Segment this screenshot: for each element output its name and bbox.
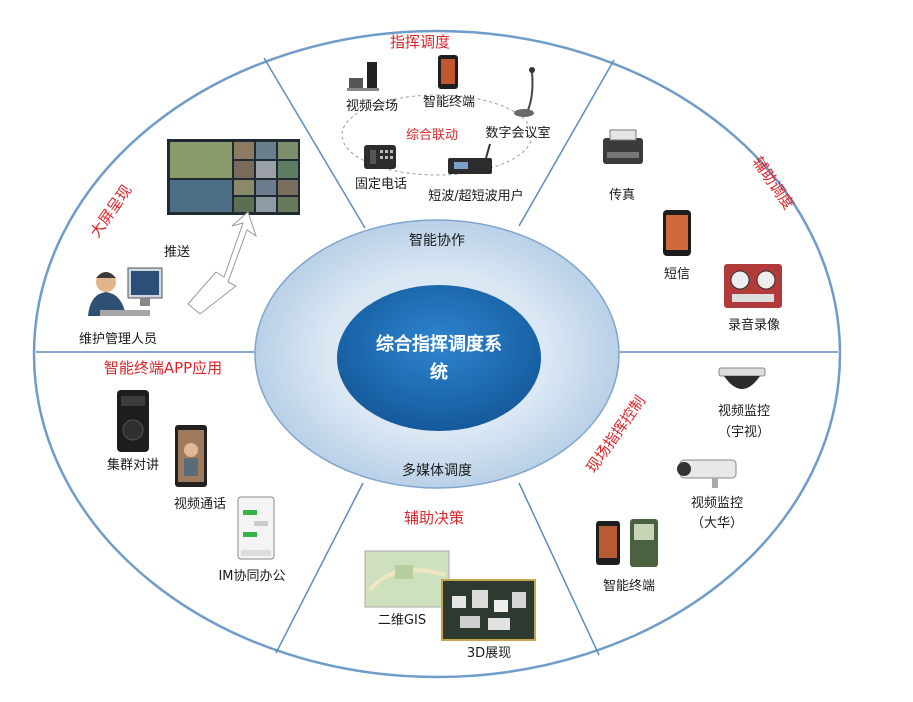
walkie-talkie-icon [117, 390, 149, 452]
label-im-collaboration: IM协同办公 [218, 569, 285, 584]
smartphone-icon [438, 55, 458, 89]
center-title-line1: 综合指挥调度系 [376, 333, 502, 355]
center-title-line2: 统 [430, 361, 448, 383]
gis-map-icon [364, 550, 450, 608]
radio-icon [448, 143, 492, 174]
label-fixed-telephone: 固定电话 [355, 177, 407, 192]
video-wall-icon [167, 139, 300, 215]
video-call-phone-icon [175, 425, 207, 487]
label-video-call: 视频通话 [174, 497, 226, 512]
label-camera-uniview-brand: （宇视） [718, 425, 770, 440]
section-title-terminal-app: 智能终端APP应用 [104, 359, 222, 377]
video-conference-icon [347, 62, 379, 91]
label-sms: 短信 [664, 267, 690, 282]
linkage-label: 综合联动 [406, 128, 458, 143]
label-push: 推送 [164, 245, 190, 260]
ring-top-label: 智能协作 [409, 233, 465, 249]
ring-bottom-label: 多媒体调度 [402, 462, 472, 479]
center-core [337, 285, 541, 431]
label-2d-gis: 二维GIS [378, 613, 426, 628]
label-camera-uniview: 视频监控 [718, 404, 770, 419]
label-fax: 传真 [609, 188, 635, 203]
dome-camera-icon [718, 367, 766, 389]
operator-icon [88, 267, 163, 316]
bullet-camera-icon [677, 459, 737, 488]
label-field-terminal: 智能终端 [603, 578, 655, 594]
microphone-icon [514, 67, 535, 117]
linkage-loop [341, 94, 533, 176]
recorder-icon [724, 264, 782, 308]
label-cluster-intercom: 集群对讲 [107, 457, 159, 473]
section-title-command-dispatch: 指挥调度 [390, 33, 450, 51]
section-title-assist-decision: 辅助决策 [404, 509, 464, 527]
label-shortwave-users: 短波/超短波用户 [428, 188, 523, 204]
im-phone-icon [237, 496, 275, 560]
sms-phone-icon [663, 210, 691, 256]
label-camera-dahua-brand: （大华） [691, 516, 743, 531]
telephone-icon [364, 145, 396, 169]
fax-icon [603, 129, 643, 164]
label-digital-meeting-room: 数字会议室 [485, 125, 550, 141]
field-terminal-icon [596, 519, 658, 567]
label-maintenance-staff: 维护管理人员 [79, 332, 157, 347]
label-3d-display: 3D展现 [467, 646, 511, 661]
label-video-conference: 视频会场 [346, 99, 398, 114]
push-arrow-icon [187, 211, 257, 315]
3d-city-icon [441, 579, 536, 641]
label-recording: 录音录像 [728, 317, 780, 333]
label-smart-terminal: 智能终端 [423, 94, 475, 110]
label-camera-dahua: 视频监控 [691, 496, 743, 511]
section-dividers [36, 57, 838, 656]
